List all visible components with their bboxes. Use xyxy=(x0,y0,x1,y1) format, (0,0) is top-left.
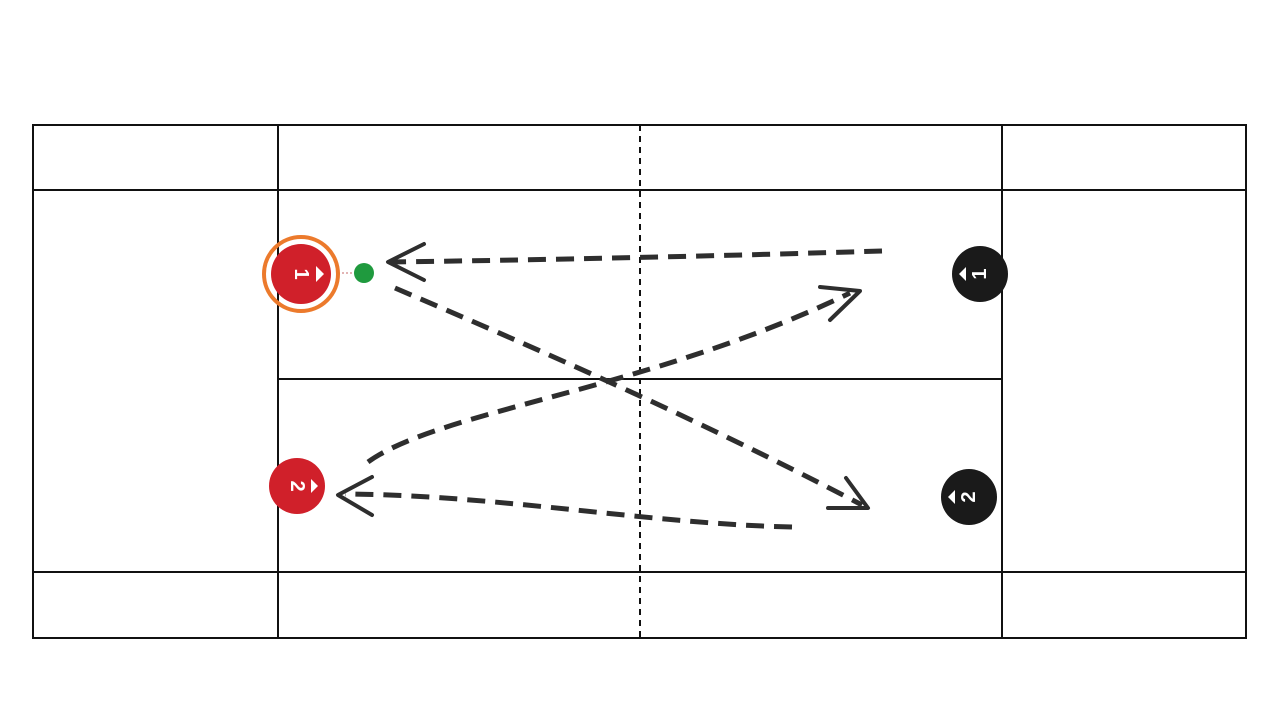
direction-caret-icon xyxy=(959,267,966,281)
shot-paths xyxy=(336,242,883,530)
shot-path-b1-to-a1[interactable] xyxy=(389,248,883,265)
direction-caret-icon xyxy=(316,266,324,282)
shuttle-dot-icon[interactable] xyxy=(354,263,374,283)
court xyxy=(32,124,1247,639)
arrowhead-icon xyxy=(818,285,862,322)
player-label: 2 xyxy=(958,491,980,502)
arrowhead-icon xyxy=(826,476,870,510)
arrowhead-icon xyxy=(386,242,426,282)
player-label: 1 xyxy=(290,268,312,279)
player-token-icon xyxy=(952,246,1008,302)
player-team-b-2[interactable]: 2 xyxy=(941,469,997,525)
player-token-icon xyxy=(941,469,997,525)
player-team-b-1[interactable]: 1 xyxy=(952,246,1008,302)
player-label: 2 xyxy=(286,480,308,491)
shuttle[interactable] xyxy=(338,263,374,283)
direction-caret-icon xyxy=(311,479,318,493)
arrowhead-icon xyxy=(336,475,374,517)
player-team-a-2[interactable]: 2 xyxy=(269,458,325,514)
direction-caret-icon xyxy=(948,490,955,504)
selection-ring xyxy=(262,235,340,313)
shot-path-b2-to-a2[interactable] xyxy=(344,491,793,530)
player-label: 1 xyxy=(969,268,991,279)
player-token-icon xyxy=(269,458,325,514)
player-token-icon xyxy=(271,244,331,304)
shot-path-a2-to-b1[interactable] xyxy=(366,290,852,465)
shot-path-a1-to-b2[interactable] xyxy=(394,285,864,508)
player-team-a-1[interactable]: 1 xyxy=(262,235,340,313)
